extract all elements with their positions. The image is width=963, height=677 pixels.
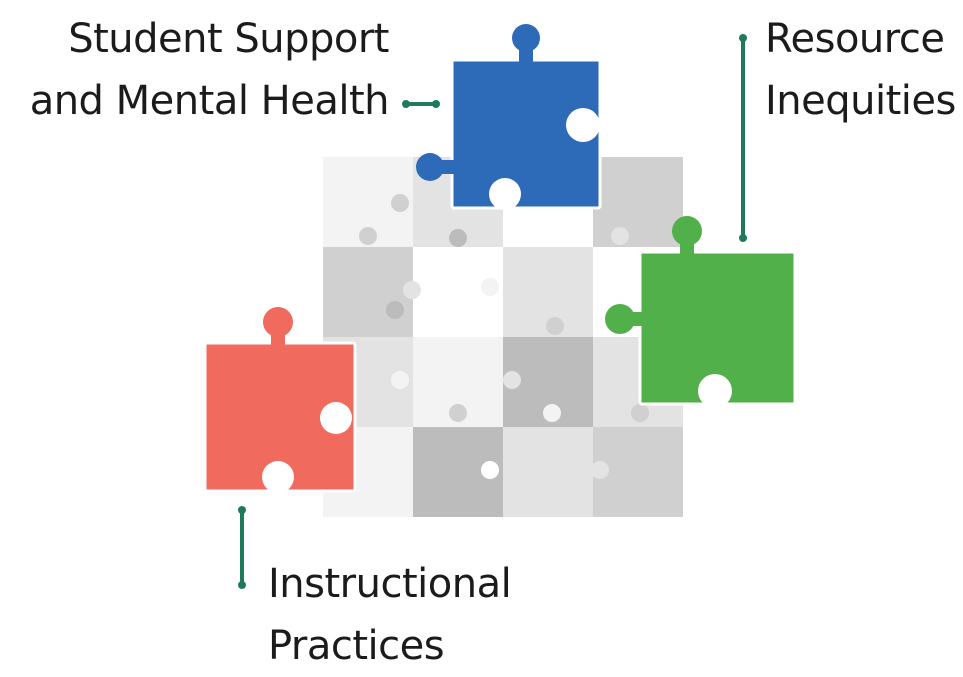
gray-puzzle-cell <box>593 157 683 247</box>
gray-puzzle-tab <box>358 404 376 422</box>
gray-puzzle-tab <box>481 278 499 296</box>
label-student-support: Student Support and Mental Health <box>29 8 390 132</box>
connector-student-support <box>402 100 440 108</box>
gray-puzzle-tab <box>546 317 564 335</box>
gray-puzzle-tab <box>449 229 467 247</box>
gray-puzzle-tab <box>386 301 404 319</box>
green-piece-notch-bottom <box>698 374 732 408</box>
label-resource-inequities-line1: Resource <box>765 16 945 62</box>
gray-puzzle-tab <box>543 404 561 422</box>
label-student-support-line2: and Mental Health <box>29 78 390 124</box>
gray-puzzle-tab <box>591 461 609 479</box>
connector-instructional-practices <box>238 506 246 589</box>
gray-puzzle-tab <box>481 461 499 479</box>
label-instructional-practices-line1: Instructional <box>268 561 512 607</box>
label-resource-inequities-line2: Inequities <box>765 78 956 124</box>
gray-puzzle-tab <box>571 278 589 296</box>
gray-puzzle-tab <box>611 227 629 245</box>
gray-puzzle-tab <box>449 404 467 422</box>
blue-puzzle-piece <box>416 24 602 210</box>
gray-puzzle-cell <box>503 427 593 517</box>
gray-puzzle-grid <box>323 157 683 517</box>
gray-puzzle-tab <box>391 371 409 389</box>
label-student-support-line1: Student Support <box>68 16 389 62</box>
gray-puzzle-tab <box>391 194 409 212</box>
green-puzzle-piece <box>605 216 797 408</box>
label-instructional-practices-line2: Practices <box>268 623 445 669</box>
gray-puzzle-cell <box>323 247 413 337</box>
connector-resource-inequities <box>739 34 747 242</box>
gray-puzzle-tab <box>359 227 377 245</box>
red-puzzle-piece <box>203 307 357 493</box>
blue-piece-notch-right <box>566 108 600 142</box>
gray-puzzle-tab <box>631 404 649 422</box>
gray-puzzle-tab <box>503 371 521 389</box>
label-instructional-practices: Instructional Practices <box>268 553 512 677</box>
red-piece-notch-bottom <box>262 461 294 493</box>
red-piece-notch-right <box>320 402 352 434</box>
label-resource-inequities: Resource Inequities <box>765 8 956 132</box>
gray-puzzle-tabs <box>358 194 649 479</box>
gray-puzzle-tab <box>403 281 421 299</box>
blue-piece-notch-bottom <box>489 178 521 210</box>
gray-puzzle-tab <box>436 317 454 335</box>
